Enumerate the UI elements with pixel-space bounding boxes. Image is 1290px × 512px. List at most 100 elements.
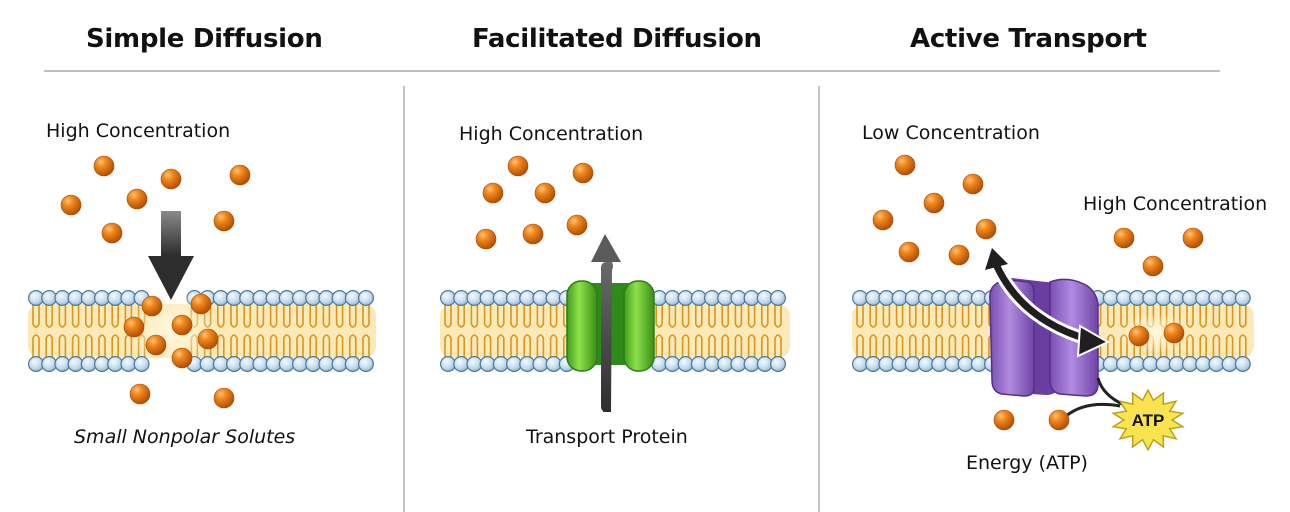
lipid-head: [466, 356, 483, 373]
lipid-head: [93, 356, 110, 373]
lipid-head: [1181, 356, 1198, 373]
lipid-head: [743, 290, 760, 307]
solute-molecule: [123, 316, 145, 338]
lipid-head: [677, 356, 694, 373]
lipid-head: [440, 290, 457, 307]
lipid-head: [944, 356, 961, 373]
facilitated-diffusion-title: Facilitated Diffusion: [472, 24, 762, 54]
lipid-head: [212, 356, 229, 373]
lipid-head: [344, 356, 361, 373]
lipid-head: [28, 356, 45, 373]
lipid-head: [226, 290, 243, 307]
solute-molecule: [1142, 255, 1164, 277]
solute-molecule: [1128, 325, 1150, 347]
lipid-head: [891, 290, 908, 307]
lipid-head: [519, 290, 536, 307]
lipid-head: [67, 356, 84, 373]
solute-molecule: [923, 192, 945, 214]
lipid-head: [957, 356, 974, 373]
lipid-head: [1129, 290, 1146, 307]
lipid-head: [532, 356, 549, 373]
lipid-head: [865, 290, 882, 307]
panel-divider-1: [403, 86, 405, 512]
solute-molecule: [572, 162, 594, 184]
solute-molecule: [145, 334, 167, 356]
lipid-head: [1115, 356, 1132, 373]
lipid-head: [278, 290, 295, 307]
active-side-label: High Concentration: [1083, 193, 1268, 215]
lipid-head: [1208, 290, 1225, 307]
lipid-head: [1195, 356, 1212, 373]
solute-molecule: [171, 347, 193, 369]
solute-molecule: [566, 214, 588, 236]
lipid-head: [440, 356, 457, 373]
lipid-head: [519, 356, 536, 373]
solute-molecule: [1182, 227, 1204, 249]
lipid-head: [532, 290, 549, 307]
lipid-head: [970, 290, 987, 307]
lipid-head: [28, 290, 45, 307]
lipid-head: [107, 356, 124, 373]
lipid-head: [265, 356, 282, 373]
solute-molecule: [101, 222, 123, 244]
lipid-head: [54, 356, 71, 373]
lipid-head: [703, 290, 720, 307]
lipid-head: [931, 290, 948, 307]
lipid-head: [1208, 356, 1225, 373]
solute-molecule: [872, 209, 894, 231]
lipid-head: [730, 290, 747, 307]
solute-molecule: [975, 218, 997, 240]
lipid-head: [677, 290, 694, 307]
lipid-head: [904, 290, 921, 307]
lipid-head: [917, 290, 934, 307]
solute-molecule: [534, 182, 556, 204]
lipid-head: [1115, 290, 1132, 307]
lipid-head: [1234, 356, 1251, 373]
lipid-head: [865, 356, 882, 373]
lipid-head: [239, 356, 256, 373]
active-transport-title: Active Transport: [910, 24, 1147, 54]
lipid-head: [545, 290, 562, 307]
lipid-head: [331, 290, 348, 307]
lipid-head: [344, 290, 361, 307]
lipid-head: [944, 290, 961, 307]
lipid-head: [305, 290, 322, 307]
lipid-head: [1155, 356, 1172, 373]
lipid-head: [67, 290, 84, 307]
solute-molecule: [1163, 322, 1185, 344]
lipid-head: [492, 356, 509, 373]
lipid-head: [545, 356, 562, 373]
lipid-head: [41, 290, 58, 307]
facilitated-top-label: High Concentration: [459, 123, 644, 145]
lipid-head: [331, 356, 348, 373]
lipid-head: [305, 356, 322, 373]
simple-top-label: High Concentration: [46, 120, 231, 142]
solute-molecule: [948, 244, 970, 266]
lipid-head: [664, 290, 681, 307]
lipid-head: [904, 356, 921, 373]
lipid-head: [239, 290, 256, 307]
lipid-head: [453, 290, 470, 307]
lipid-head: [292, 290, 309, 307]
lipid-head: [278, 356, 295, 373]
lipid-head: [358, 356, 375, 373]
facilitated-arrow-up-icon: [591, 234, 621, 412]
lipid-head: [917, 356, 934, 373]
lipid-head: [717, 290, 734, 307]
active-transport-arrow-icon: [985, 248, 1111, 358]
lipid-head: [743, 356, 760, 373]
solute-molecule: [898, 241, 920, 263]
lipid-head: [479, 356, 496, 373]
lipid-head: [107, 290, 124, 307]
solute-molecule: [213, 387, 235, 409]
lipid-head: [506, 290, 523, 307]
lipid-head: [1129, 356, 1146, 373]
lipid-head: [1168, 290, 1185, 307]
simple-diffusion-title: Simple Diffusion: [86, 24, 323, 54]
lipid-head: [80, 290, 97, 307]
lipid-head: [851, 290, 868, 307]
solute-molecule: [482, 182, 504, 204]
active-top-label: Low Concentration: [862, 122, 1040, 144]
atp-badge-icon: ATP: [1111, 388, 1185, 452]
lipid-head: [252, 290, 269, 307]
